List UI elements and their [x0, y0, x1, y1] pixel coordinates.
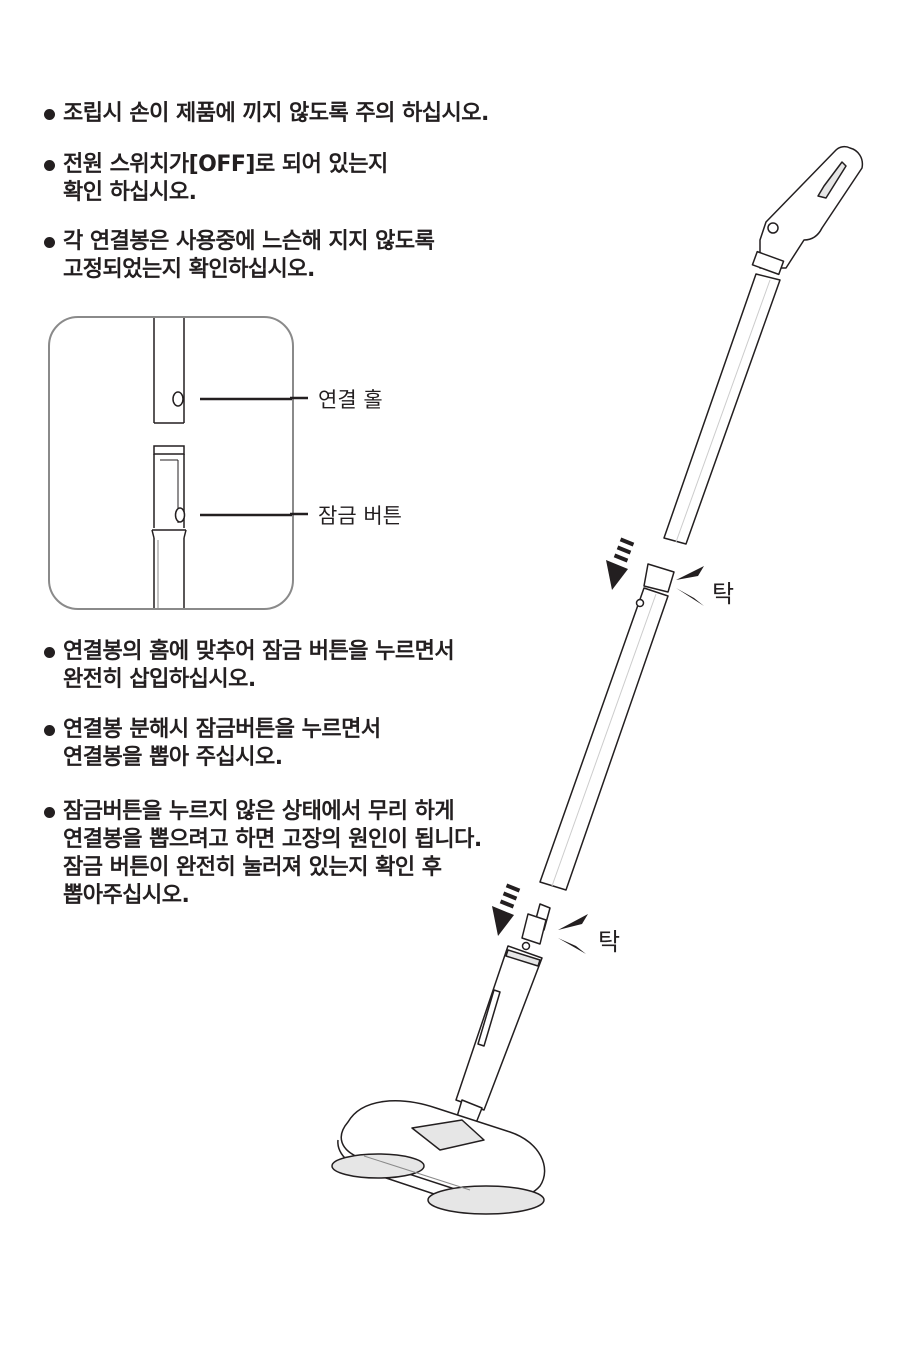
bullet-dot-icon	[44, 807, 55, 818]
instruction-item: 잠금버튼을 누르지 않은 상태에서 무리 하게 연결봉을 뽑으려고 하면 고장의…	[44, 798, 564, 910]
instruction-item: 조립시 손이 제품에 끼지 않도록 주의 하십시오.	[44, 100, 564, 128]
instruction-line: 잠금버튼을 누르지 않은 상태에서 무리 하게	[63, 799, 455, 824]
instruction-item: 연결봉 분해시 잠금버튼을 누르면서 연결봉을 뽑아 주십시오.	[44, 716, 564, 772]
instruction-line: 완전히 삽입하십시오.	[63, 667, 256, 692]
instruction-line: 고정되었는지 확인하십시오.	[63, 257, 315, 282]
bullet-dot-icon	[44, 725, 55, 736]
instruction-item: 각 연결봉은 사용중에 느슨해 지지 않도록 고정되었는지 확인하십시오.	[44, 228, 564, 284]
click-sound-label-top: 탁	[712, 580, 735, 608]
instruction-line: 연결봉을 뽑으려고 하면 고장의 원인이 됩니다.	[63, 827, 482, 852]
instruction-line: 뽑아주십시오.	[63, 883, 190, 908]
insert-arrow-top-icon	[606, 537, 635, 590]
instruction-line: 연결봉 분해시 잠금버튼을 누르면서	[63, 717, 381, 742]
instruction-line: 전원 스위치가[OFF]로 되어 있는지	[63, 152, 388, 177]
instruction-line: 잠금 버튼이 완전히 눌러져 있는지 확인 후	[63, 855, 442, 880]
instruction-line: 확인 하십시오.	[63, 180, 197, 205]
click-mark-bottom-icon	[558, 914, 588, 954]
instruction-line: 연결봉을 뽑아 주십시오.	[63, 745, 283, 770]
connection-detail-inset	[48, 316, 294, 610]
bullet-dot-icon	[44, 109, 55, 120]
instruction-line: 각 연결봉은 사용중에 느슨해 지지 않도록	[63, 229, 435, 254]
bullet-dot-icon	[44, 647, 55, 658]
instruction-item: 연결봉의 홈에 맞추어 잠금 버튼을 누르면서 완전히 삽입하십시오.	[44, 638, 564, 694]
connection-hole-icon	[172, 391, 184, 407]
mop-pad-right-icon	[427, 1185, 545, 1215]
bullet-dot-icon	[44, 160, 55, 171]
click-sound-label-bottom: 탁	[598, 928, 621, 956]
click-mark-top-icon	[676, 566, 704, 606]
pole-joint-illustration	[151, 318, 292, 608]
mop-head-icon	[340, 1100, 546, 1201]
insert-arrow-bottom-icon	[492, 883, 521, 936]
bullet-dot-icon	[44, 237, 55, 248]
lock-button-label: 잠금 버튼	[318, 504, 402, 528]
mop-pad-left-icon	[331, 1153, 425, 1179]
main-body-icon	[455, 945, 543, 1111]
lock-button-icon	[174, 507, 186, 523]
connection-hole-label: 연결 홀	[318, 388, 383, 412]
handle-icon	[759, 145, 864, 269]
instruction-item: 전원 스위치가[OFF]로 되어 있는지 확인 하십시오.	[44, 151, 564, 207]
instruction-line: 연결봉의 홈에 맞추어 잠금 버튼을 누르면서	[63, 639, 455, 664]
instruction-line: 조립시 손이 제품에 끼지 않도록 주의 하십시오.	[63, 101, 489, 126]
